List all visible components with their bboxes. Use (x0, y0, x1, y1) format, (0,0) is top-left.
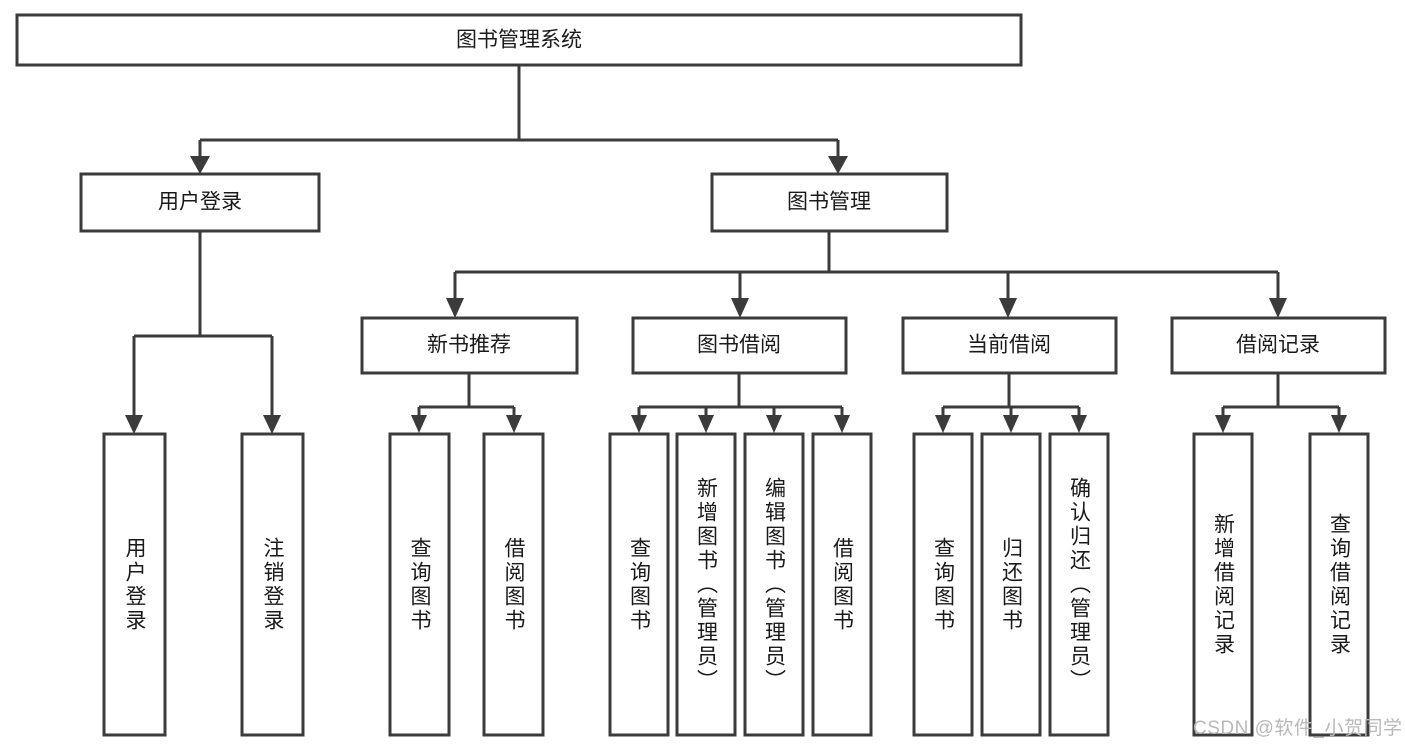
arrowhead-leaf-current-borrow-3 (1071, 415, 1087, 433)
arrowhead-leaf-user-login-2 (263, 415, 281, 434)
node-current-borrow-label: 当前借阅 (967, 334, 1051, 357)
leaf-box-book-borrow-4[interactable] (811, 432, 873, 737)
arrowhead-leaf-new-book-2 (506, 415, 522, 433)
arrowhead-leaf-book-borrow-1 (631, 415, 647, 433)
node-current-borrow[interactable]: 当前借阅 (901, 316, 1118, 375)
leaf-box-current-borrow-2[interactable] (980, 432, 1042, 737)
arrowhead-leaf-book-borrow-4 (834, 415, 850, 433)
arrowhead-borrow-record (1269, 298, 1287, 318)
arrowhead-new-book-rec (446, 298, 464, 318)
node-book-borrow-label: 图书借阅 (697, 334, 781, 357)
node-borrow-record-box[interactable] (1170, 316, 1387, 375)
leaf-box-book-borrow-2[interactable] (675, 432, 737, 737)
arrowhead-leaf-current-borrow-2 (1003, 415, 1019, 433)
leaf-boxes (102, 432, 1370, 737)
arrowhead-leaf-new-book-1 (411, 415, 427, 433)
leaf-box-user-login-1[interactable] (102, 432, 167, 737)
arrowhead-leaf-user-login-1 (125, 415, 143, 434)
leaf-box-new-book-rec-1[interactable] (388, 432, 451, 737)
leaf-box-current-borrow-3[interactable] (1048, 432, 1110, 737)
node-new-book-rec-box[interactable] (360, 316, 579, 375)
arrowhead-book-borrow (731, 298, 749, 318)
node-book-manage-box[interactable] (710, 172, 949, 233)
arrowhead-user-login (190, 156, 210, 174)
arrowhead-leaf-book-borrow-3 (766, 415, 782, 433)
arrowhead-current-borrow (999, 298, 1017, 318)
node-book-manage-label: 图书管理 (787, 191, 871, 214)
arrowhead-leaf-current-borrow-1 (935, 415, 951, 433)
node-user-login[interactable]: 用户登录 (79, 172, 321, 233)
node-user-login-box[interactable] (79, 172, 321, 233)
leaf-box-book-borrow-3[interactable] (743, 432, 805, 737)
leaf-box-new-book-rec-2[interactable] (482, 432, 545, 737)
leaf-box-book-borrow-1[interactable] (608, 432, 670, 737)
leaf-box-borrow-record-2[interactable] (1308, 432, 1370, 737)
node-book-manage[interactable]: 图书管理 (710, 172, 949, 233)
arrowhead-leaf-borrow-record-2 (1331, 415, 1347, 433)
connectors (125, 65, 1347, 434)
leaf-box-user-login-2[interactable] (240, 432, 305, 737)
node-book-borrow[interactable]: 图书借阅 (631, 316, 848, 375)
node-root-box[interactable] (15, 13, 1023, 67)
node-root[interactable]: 图书管理系统 (15, 13, 1023, 67)
node-borrow-record-label: 借阅记录 (1236, 334, 1320, 357)
arrowhead-leaf-borrow-record-1 (1215, 415, 1231, 433)
arrowhead-book-manage (828, 156, 848, 174)
leaf-box-current-borrow-1[interactable] (912, 432, 974, 737)
leaf-box-borrow-record-1[interactable] (1192, 432, 1254, 737)
node-current-borrow-box[interactable] (901, 316, 1118, 375)
arrowhead-leaf-book-borrow-2 (698, 415, 714, 433)
node-new-book-rec[interactable]: 新书推荐 (360, 316, 579, 375)
node-book-borrow-box[interactable] (631, 316, 848, 375)
node-root-label: 图书管理系统 (456, 29, 582, 52)
node-new-book-rec-label: 新书推荐 (427, 334, 511, 357)
node-user-login-label: 用户登录 (158, 191, 242, 214)
csdn-watermark: CSDN @软件_小贺同学 (1193, 718, 1403, 739)
node-borrow-record[interactable]: 借阅记录 (1170, 316, 1387, 375)
